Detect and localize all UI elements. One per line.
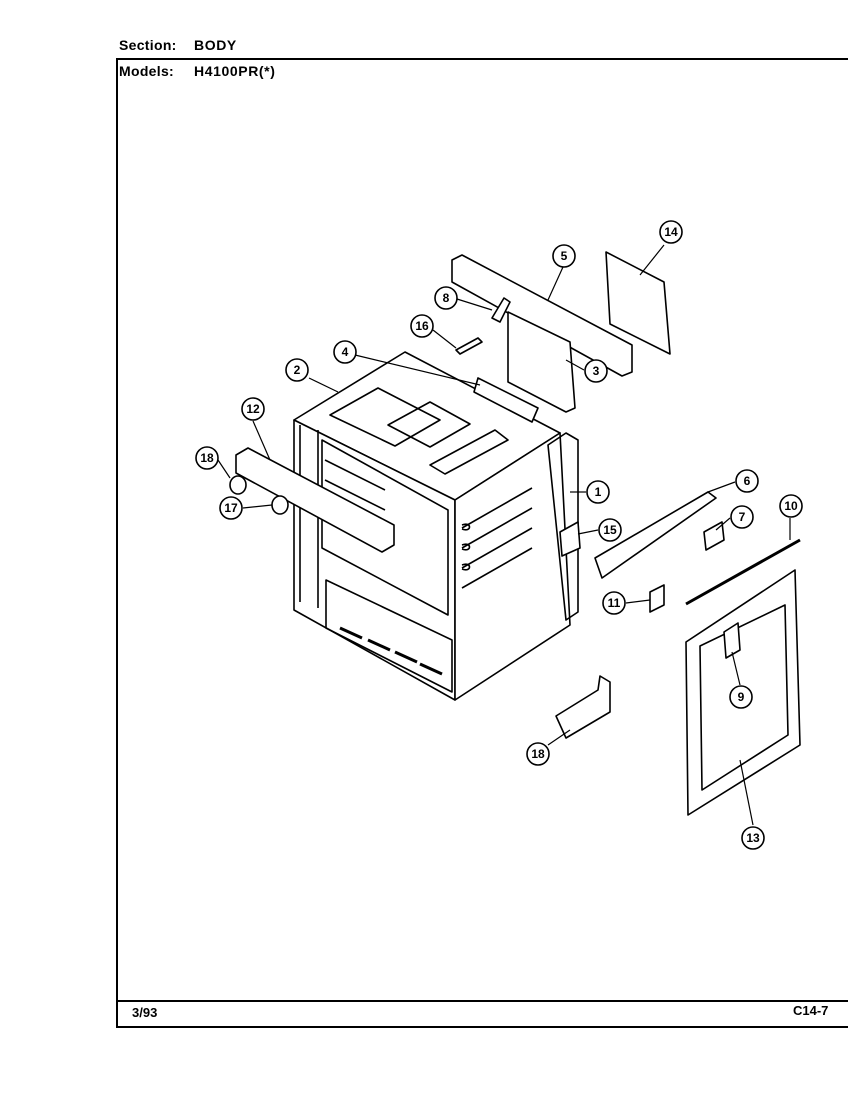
models-label: Models: [119, 63, 174, 79]
svg-text:8: 8 [443, 291, 450, 305]
svg-text:12: 12 [246, 402, 260, 416]
svg-text:4: 4 [342, 345, 349, 359]
callout-16: 16 [410, 314, 434, 338]
callout-4: 4 [333, 340, 357, 364]
svg-text:2: 2 [294, 363, 301, 377]
callout-18-knob: 18 [195, 446, 219, 470]
svg-text:9: 9 [738, 690, 745, 704]
part-15-hinge [559, 521, 581, 557]
callout-6: 6 [735, 469, 759, 493]
svg-text:7: 7 [739, 510, 746, 524]
part-8-bracket [491, 297, 511, 323]
section-value: BODY [194, 37, 237, 53]
part-5-rear-trim [451, 254, 633, 377]
part-19-bracket [555, 675, 611, 739]
svg-text:14: 14 [664, 225, 678, 239]
svg-text:5: 5 [561, 249, 568, 263]
part-7-plate [703, 521, 725, 551]
callout-3: 3 [584, 359, 608, 383]
svg-text:1: 1 [595, 485, 602, 499]
callout-8: 8 [434, 286, 458, 310]
svg-text:15: 15 [603, 523, 617, 537]
callout-17: 17 [219, 496, 243, 520]
part-3-duct [507, 311, 576, 413]
footer-page-code: C14-7 [793, 1003, 829, 1018]
callout-13: 13 [741, 826, 765, 850]
part-17-knob [271, 495, 289, 515]
callout-11: 11 [602, 591, 626, 615]
part-14-panel [605, 251, 671, 355]
part-4-vent [473, 377, 539, 423]
callout-15: 15 [598, 518, 622, 542]
svg-text:17: 17 [224, 501, 238, 515]
svg-text:10: 10 [784, 499, 798, 513]
callout-14: 14 [659, 220, 683, 244]
leader-lines [217, 244, 791, 826]
part-18-knob [229, 475, 247, 495]
part-9-hinge [723, 622, 741, 659]
models-value: H4100PR(*) [194, 63, 276, 79]
callout-1: 1 [586, 480, 610, 504]
callout-12: 12 [241, 397, 265, 421]
svg-text:16: 16 [415, 319, 429, 333]
callout-10: 10 [779, 494, 803, 518]
svg-text:6: 6 [744, 474, 751, 488]
svg-text:11: 11 [608, 596, 621, 610]
svg-text:18: 18 [531, 747, 545, 761]
footer-rule [116, 1000, 848, 1002]
oven-cabinet-body [293, 351, 579, 701]
callout-7: 7 [730, 505, 754, 529]
part-10-rod [685, 538, 801, 606]
footer-date: 3/93 [132, 1005, 158, 1020]
callout-18-bracket: 18 [526, 742, 550, 766]
callout-2: 2 [285, 358, 309, 382]
svg-text:13: 13 [746, 831, 760, 845]
part-11-plate [649, 584, 665, 613]
svg-text:3: 3 [593, 364, 600, 378]
svg-text:18: 18 [200, 451, 214, 465]
callout-9: 9 [729, 685, 753, 709]
part-12-front-bracket [235, 447, 395, 553]
callouts: 1 2 3 4 5 6 7 8 9 10 11 12 13 14 15 16 1… [195, 220, 803, 850]
section-label: Section: [119, 37, 177, 53]
diagram-frame [116, 58, 848, 1028]
part-6-rail [594, 491, 717, 579]
callout-5: 5 [552, 244, 576, 268]
part-16-clip [455, 337, 483, 355]
